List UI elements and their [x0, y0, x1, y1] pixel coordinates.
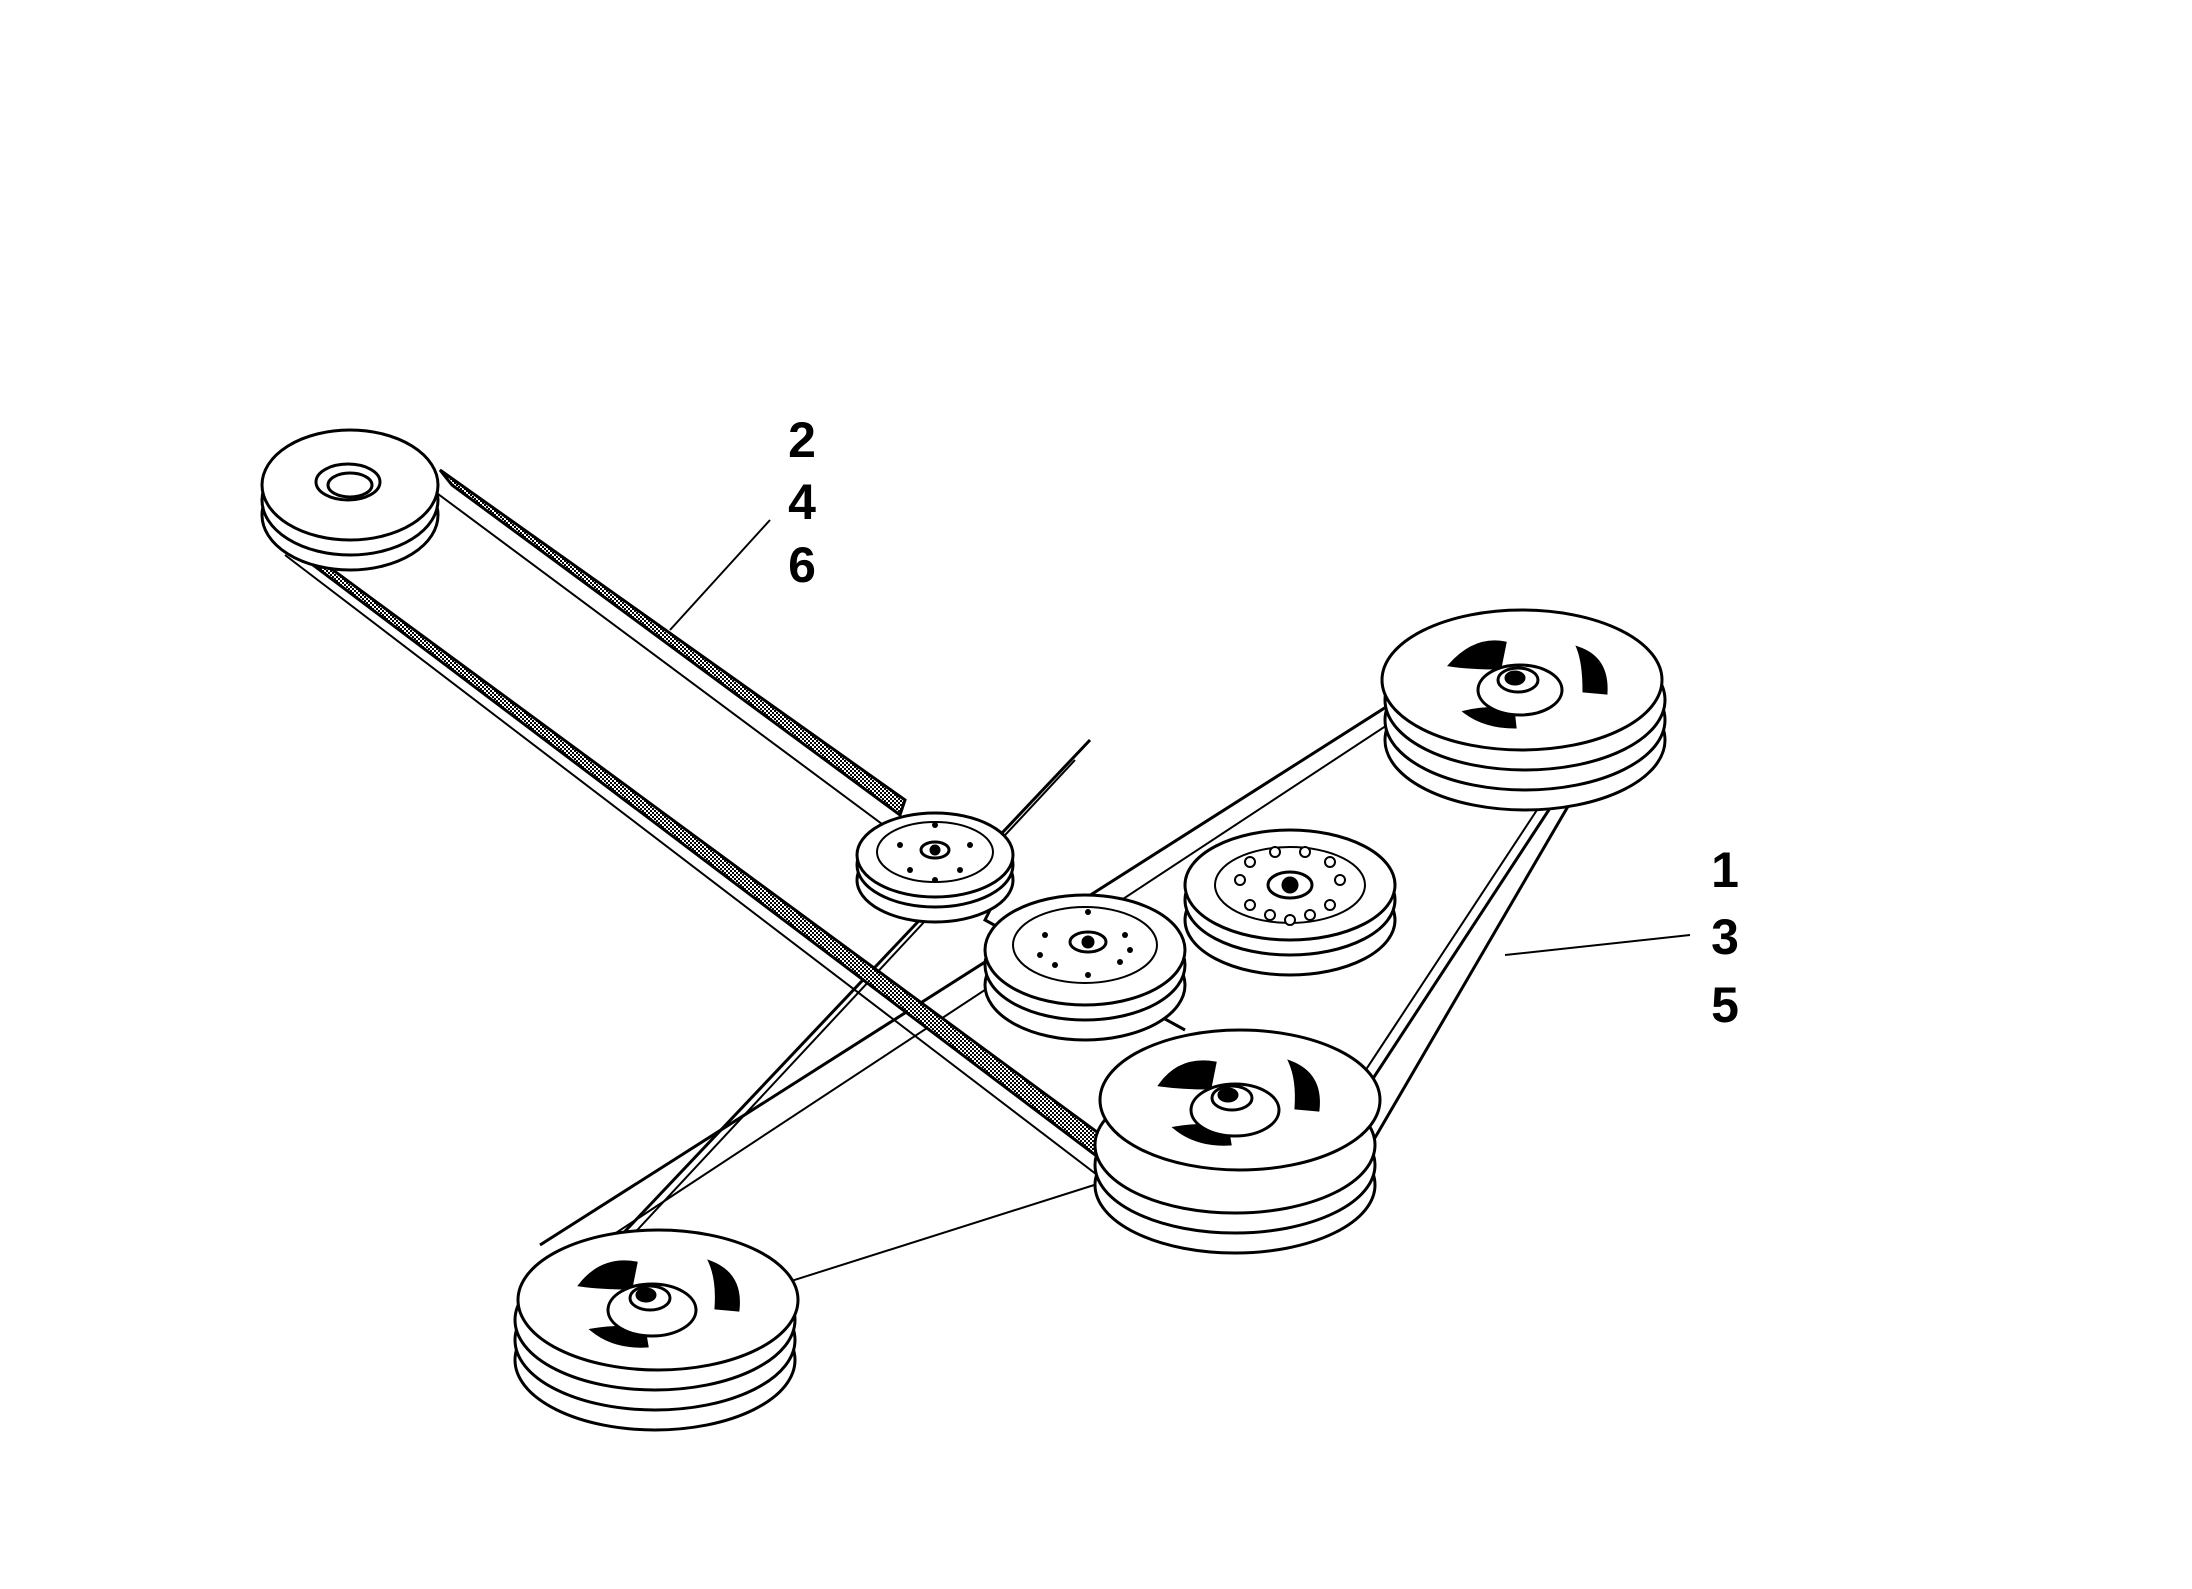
leader-line-upper-belt	[669, 519, 771, 631]
pulley-lower-right	[1093, 1028, 1382, 1255]
callout-lower-belt-1: 1	[1711, 842, 1739, 898]
callout-lower-belt-3: 5	[1711, 977, 1739, 1033]
callout-upper-belt-3: 6	[788, 537, 816, 593]
idler-pulley-small	[855, 811, 1015, 924]
leader-line-lower-belt	[1504, 934, 1691, 956]
idler-pulley-middle	[983, 893, 1187, 1042]
idler-pulley-right	[1183, 828, 1397, 977]
pulley-top-right	[1380, 608, 1667, 812]
callout-upper-belt-2: 4	[788, 474, 816, 530]
pulley-upper-left	[260, 428, 440, 572]
pulley-lower-left	[513, 1228, 800, 1432]
callout-lower-belt-2: 3	[1711, 909, 1739, 965]
callout-upper-belt-1: 2	[788, 412, 816, 468]
